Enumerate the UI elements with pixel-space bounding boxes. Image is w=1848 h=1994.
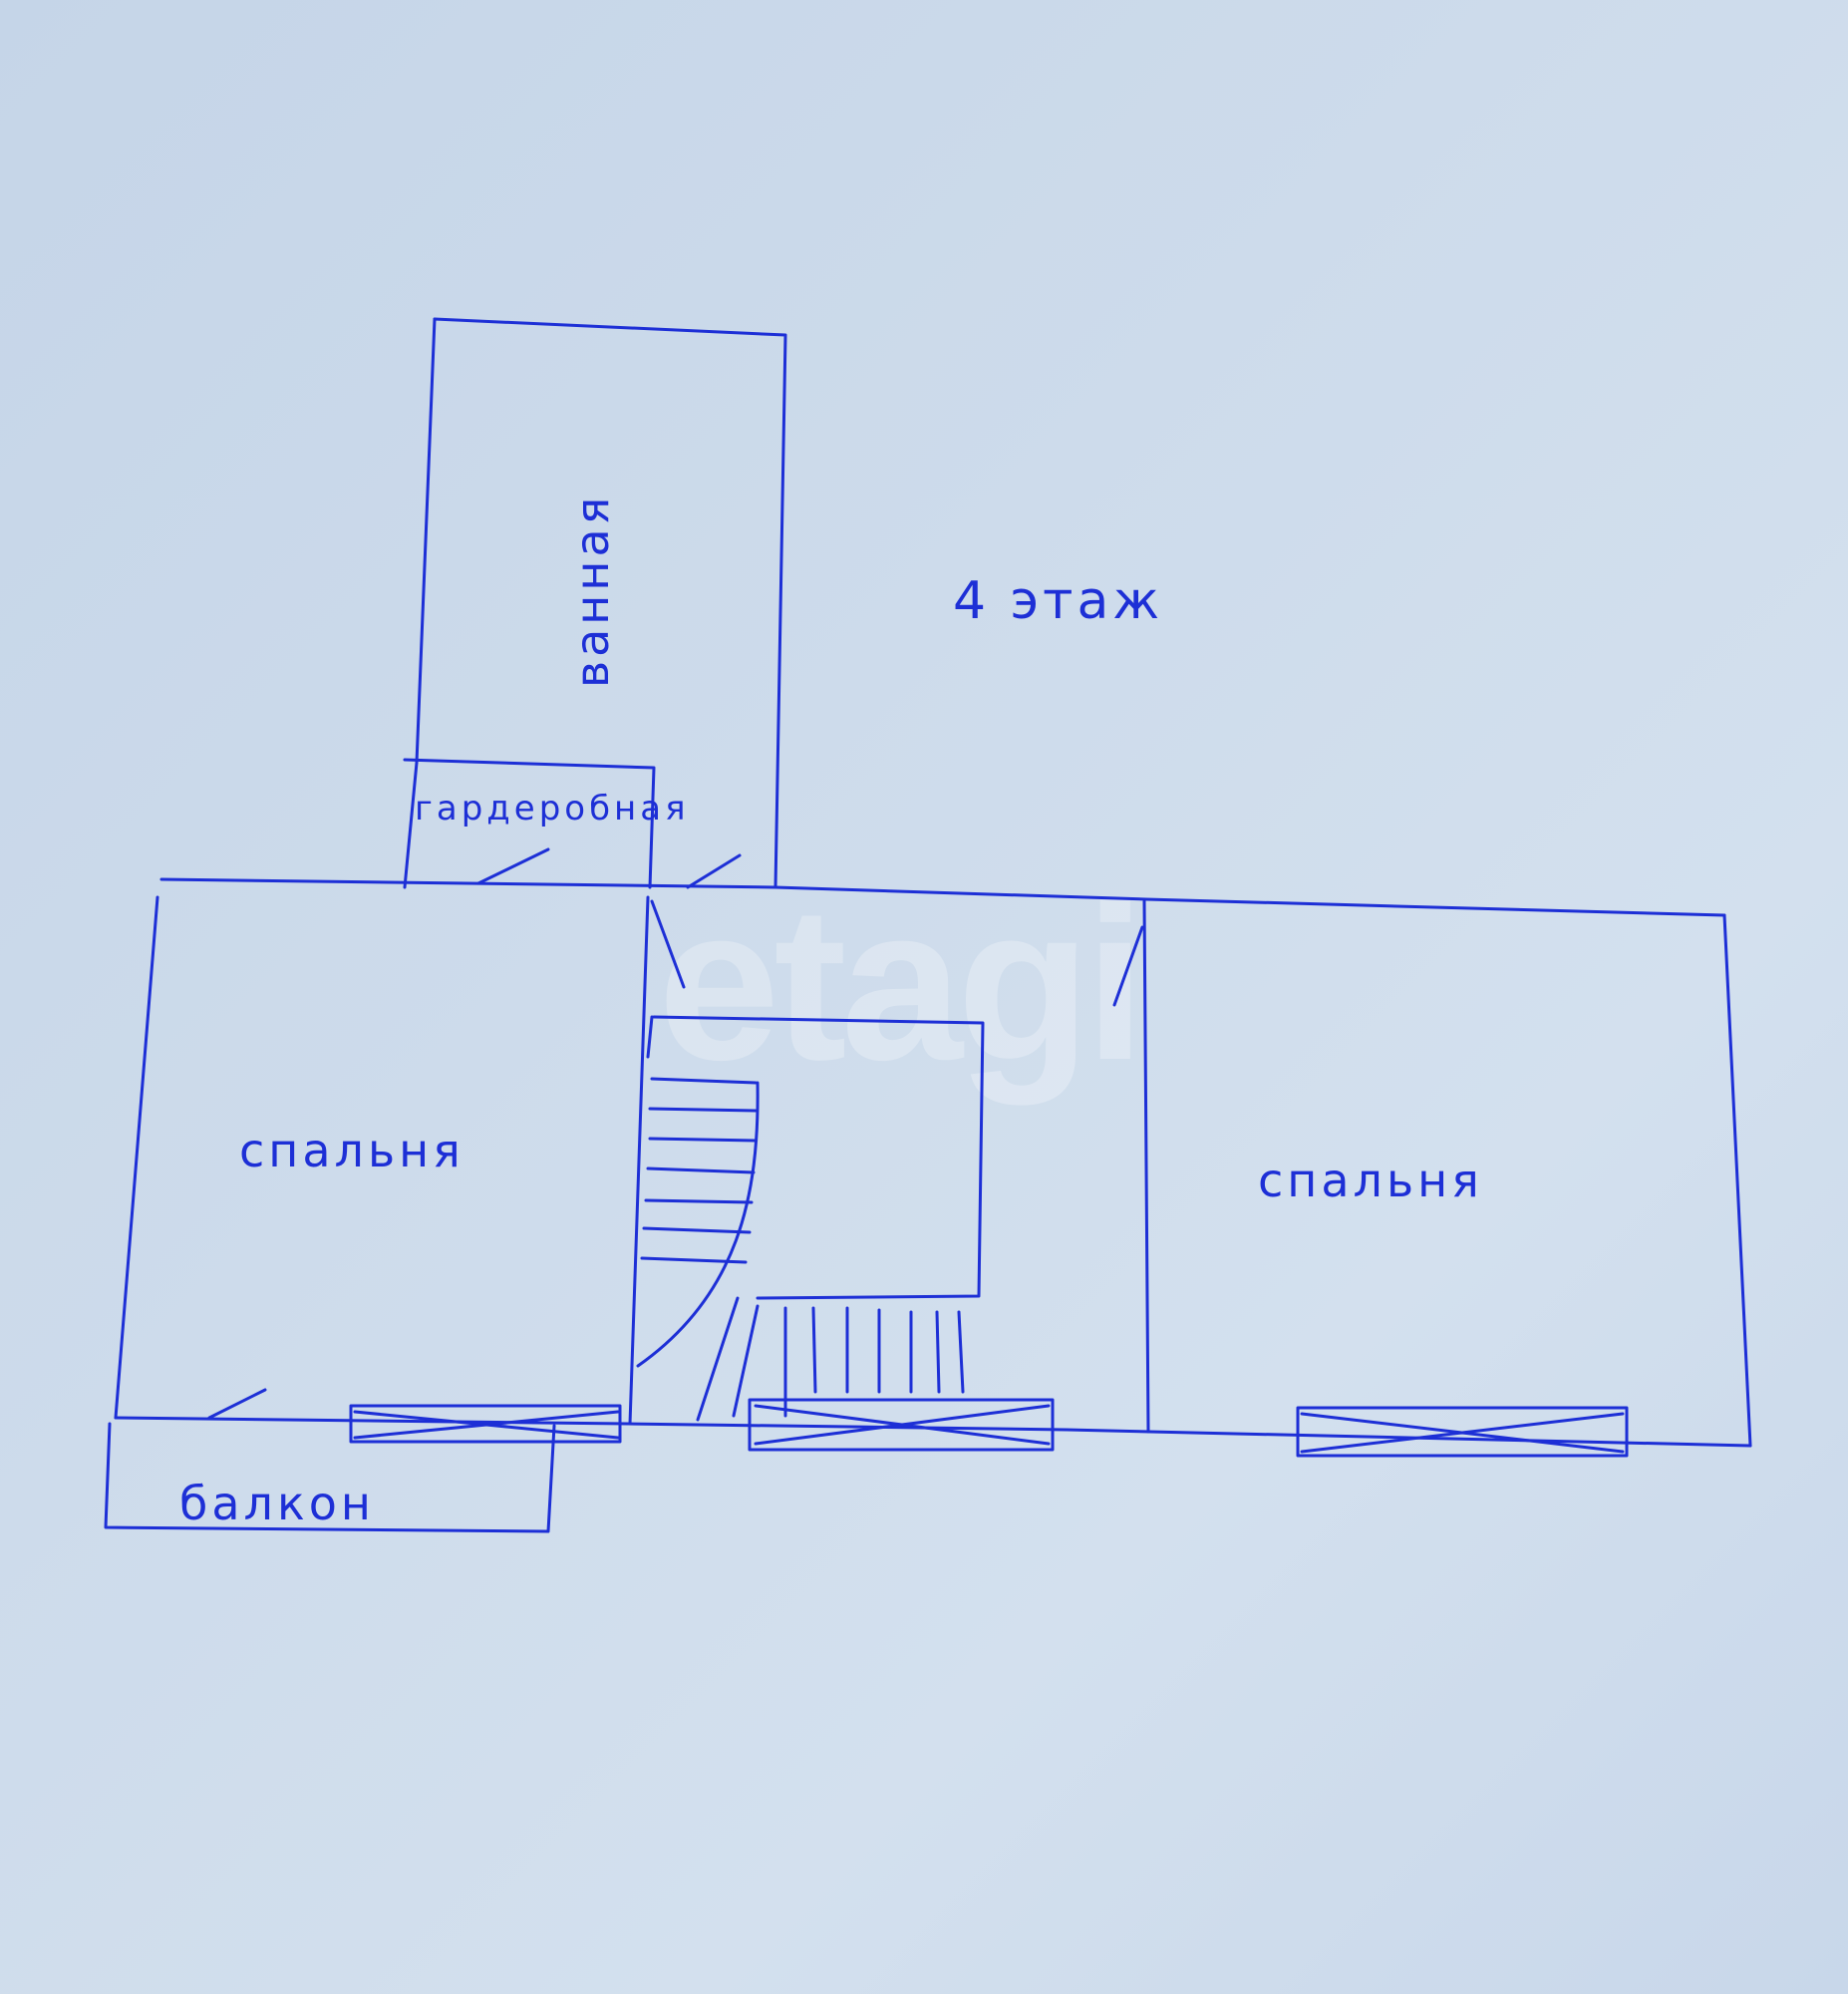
stair-core-walls: [652, 1015, 985, 1300]
stair-tread: [642, 1226, 752, 1234]
stair-tread: [935, 1310, 941, 1394]
left-bedroom-right-wall: [628, 895, 650, 1426]
window-middle-cross: [754, 1404, 1051, 1446]
left-bedroom-left-wall: [114, 895, 159, 1420]
door-swing: [650, 899, 686, 989]
bathroom-left-wall: [415, 317, 437, 765]
stair-tread: [644, 1198, 754, 1204]
stair-curve: [636, 1081, 760, 1368]
stair-tread: [650, 1077, 758, 1085]
bedroom-left-label: спальня: [239, 1124, 464, 1177]
balcony-walls: [104, 1422, 556, 1533]
window-left: [349, 1404, 622, 1444]
wardrobe-label: гардеробная: [415, 789, 690, 829]
wardrobe-walls: [403, 761, 419, 889]
bathroom-label: ванная: [565, 494, 619, 688]
balcony-label: балкон: [179, 1477, 375, 1530]
door-swing: [476, 847, 550, 885]
stair-left-wall: [646, 1015, 654, 1059]
door-swing: [207, 1388, 267, 1420]
floor-label: 4 этаж: [953, 571, 1163, 631]
left-bedroom-bottom-wall: [114, 1416, 630, 1426]
stair-tread: [732, 1304, 760, 1418]
stair-tread: [648, 1107, 758, 1113]
window-left-cross: [353, 1410, 620, 1440]
bathroom-walls: [433, 317, 787, 889]
stair-tread: [811, 1306, 817, 1394]
stair-outer-line: [696, 1296, 740, 1422]
middle-bottom-wall: [626, 1422, 1069, 1432]
door-swing: [686, 853, 742, 889]
window-right-cross: [1300, 1412, 1625, 1454]
stair-tread: [646, 1166, 756, 1174]
main-top-wall: [159, 877, 1726, 917]
stair-tread: [640, 1256, 748, 1264]
window-right: [1296, 1406, 1629, 1458]
stair-tread: [957, 1310, 965, 1394]
wardrobe-top-wall: [403, 758, 656, 889]
bedroom-right-label: спальня: [1258, 1154, 1483, 1207]
right-bedroom-right-wall: [1722, 913, 1752, 1448]
stair-tread: [648, 1137, 758, 1143]
door-swing: [1112, 925, 1144, 1007]
right-bedroom-left-wall: [1142, 899, 1150, 1434]
window-middle: [748, 1398, 1055, 1452]
watermark-logo: etagi: [658, 860, 1145, 1106]
